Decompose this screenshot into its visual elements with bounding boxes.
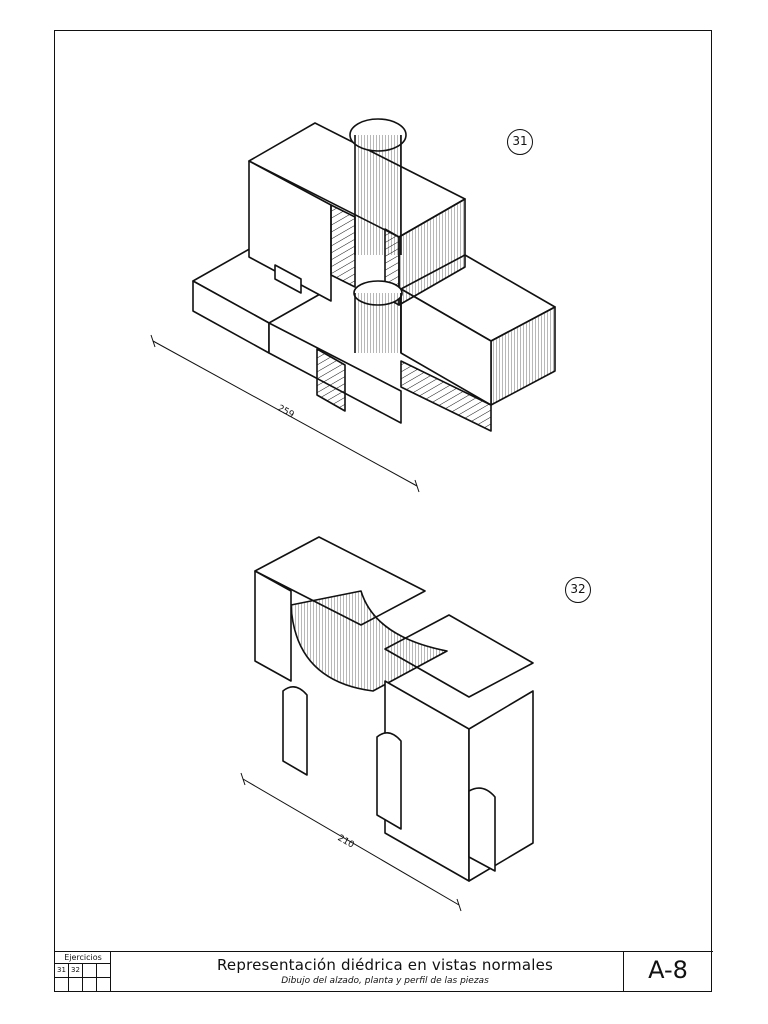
sheet-title: Representación diédrica en vistas normal… [216,956,554,974]
exercises-grid: 31 32 [55,964,111,992]
dimension-210 [240,772,462,912]
piece-31-slot [274,264,302,294]
sheet-subtitle: Dibujo del alzado, planta y perfil de la… [281,976,489,986]
exercises-label: Ejercicios [55,952,111,964]
sheet-code: A-8 [648,956,688,984]
empty-cell [97,978,111,992]
exercise-number-cell: 32 [69,964,83,978]
empty-cell [97,964,111,978]
title-block: Ejercicios 31 32 Representación diédrica… [55,951,713,993]
piece-32-front-left [254,570,292,682]
dimension-259 [150,334,420,493]
exercise-number-cell: 31 [55,964,69,978]
piece-32 [254,536,534,882]
piece-31-bore-wall [355,135,401,255]
empty-cell [69,978,83,992]
sheet-code-box: A-8 [623,952,713,992]
piece-31 [192,118,556,432]
piece-31-base-hatch-2 [400,360,492,432]
piece-32-leg-1 [282,686,308,776]
empty-cell [55,978,69,992]
figure-32-number-badge: 32 [565,577,591,603]
piece-32-top-right [384,614,534,698]
piece-31-block-section-left [330,204,356,288]
piece-32-saddle [290,590,448,692]
figure-31-number-badge: 31 [507,129,533,155]
piece-31-base-hatch [316,348,346,412]
drawing-sheet: 31 32 259 210 Ejercicios 31 32 Represent… [54,30,713,993]
technical-drawing [150,118,556,912]
empty-cell [83,964,97,978]
piece-32-leg-3 [468,787,496,872]
exercises-box: Ejercicios 31 32 [55,952,111,992]
empty-cell [83,978,97,992]
piece-31-block-front [248,160,332,302]
piece-32-leg-2 [376,732,402,830]
